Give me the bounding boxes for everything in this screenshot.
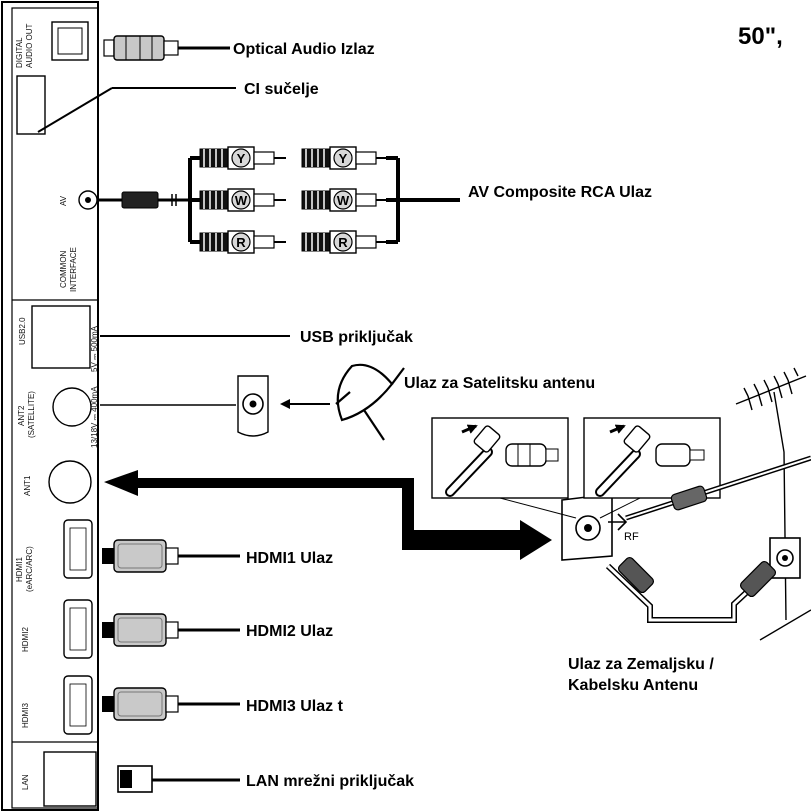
port-label-audio-out: AUDIO OUT — [25, 23, 34, 68]
inset-plug-female — [431, 417, 569, 499]
port-label-hdmi1: HDMI1 — [15, 557, 24, 582]
label-lan: LAN mrežni priključak — [246, 773, 414, 790]
lan-port[interactable] — [43, 751, 97, 807]
port-label-hdmi3: HDMI3 — [21, 703, 30, 728]
label-terrestrial-1: Ulaz za Zemaljsku / — [568, 656, 714, 673]
av-jack[interactable] — [78, 190, 98, 210]
satellite-dish-icon — [335, 363, 405, 441]
port-label-av: AV — [59, 195, 68, 206]
wall-socket-icon — [561, 493, 628, 561]
rca-plug-r-left: R — [199, 230, 286, 254]
hdmi-cable-group — [102, 539, 240, 721]
port-label-ant2: ANT2 — [17, 405, 26, 426]
optical-port[interactable] — [51, 21, 89, 61]
ant1-port[interactable] — [48, 460, 92, 504]
port-label-ant2-rating: 13/18V ⎓ 400mA — [90, 386, 99, 448]
ant2-satellite-port[interactable] — [52, 387, 92, 427]
av-mini-plug — [97, 191, 190, 209]
port-label-satellite: (SATELLITE) — [27, 391, 36, 438]
lan-plug — [117, 765, 240, 793]
label-optical: Optical Audio Izlaz — [233, 41, 375, 58]
port-label-digital: DIGITAL — [15, 37, 24, 68]
rca-plug-r-right: R — [301, 230, 388, 254]
antenna-coax-cable — [625, 455, 811, 521]
rca-letter: W — [337, 193, 350, 208]
usb-port[interactable] — [31, 305, 91, 369]
hdmi1-cable — [102, 539, 240, 573]
rf-label: RF — [624, 531, 639, 543]
port-label-usb-rating: 5V ⎓ 500mA — [90, 325, 99, 372]
rca-plug-group: Y Y W W R R — [199, 146, 388, 254]
port-label-hdmi2: HDMI2 — [21, 627, 30, 652]
wall-outlet-right — [769, 537, 801, 579]
label-ci: CI sučelje — [244, 81, 319, 98]
inset-plug-male — [583, 417, 721, 499]
hdmi2-port[interactable] — [63, 599, 93, 659]
av-splitter-left — [188, 156, 200, 244]
label-terrestrial-2: Kabelsku Antenu — [568, 677, 698, 694]
rca-plug-y-right: Y — [301, 146, 388, 170]
label-av: AV Composite RCA Ulaz — [468, 184, 652, 201]
ant1-arrow — [104, 470, 552, 560]
hdmi3-port[interactable] — [63, 675, 93, 735]
hdmi3-cable — [102, 687, 240, 721]
ci-leader-line — [37, 87, 113, 133]
port-label-lan: LAN — [21, 774, 30, 790]
optical-plug — [103, 35, 179, 61]
ci-slot[interactable] — [16, 75, 46, 135]
port-label-interface: INTERFACE — [69, 247, 78, 292]
rooftop-antenna-icon — [735, 367, 811, 641]
av-splitter-right — [386, 156, 460, 244]
label-hdmi3: HDMI3 Ulaz t — [246, 698, 344, 715]
label-hdmi2: HDMI2 Ulaz — [246, 623, 333, 640]
rca-letter: R — [236, 235, 246, 250]
port-label-earc: (eARC/ARC) — [25, 546, 34, 592]
rca-letter: W — [235, 193, 248, 208]
hdmi2-cable — [102, 613, 240, 647]
rca-letter: R — [338, 235, 348, 250]
inset-leader-1 — [499, 497, 577, 519]
rca-letter: Y — [339, 151, 348, 166]
rca-plug-w-right: W — [301, 188, 388, 212]
label-hdmi1: HDMI1 Ulaz — [246, 550, 333, 567]
coax-jumper-cable — [605, 556, 777, 623]
rca-letter: Y — [237, 151, 246, 166]
label-usb: USB priključak — [300, 329, 413, 346]
port-label-common: COMMON — [59, 250, 68, 288]
model-size-label: 50", — [738, 23, 783, 50]
label-satellite: Ulaz za Satelitsku antenu — [404, 375, 595, 392]
port-label-usb: USB2.0 — [18, 317, 27, 345]
rca-plug-w-left: W — [199, 188, 286, 212]
rca-plug-y-left: Y — [199, 146, 286, 170]
satellite-connector-icon — [237, 375, 269, 437]
inset-leader-2 — [599, 497, 641, 519]
hdmi1-port[interactable] — [63, 519, 93, 579]
port-label-ant1: ANT1 — [23, 475, 32, 496]
